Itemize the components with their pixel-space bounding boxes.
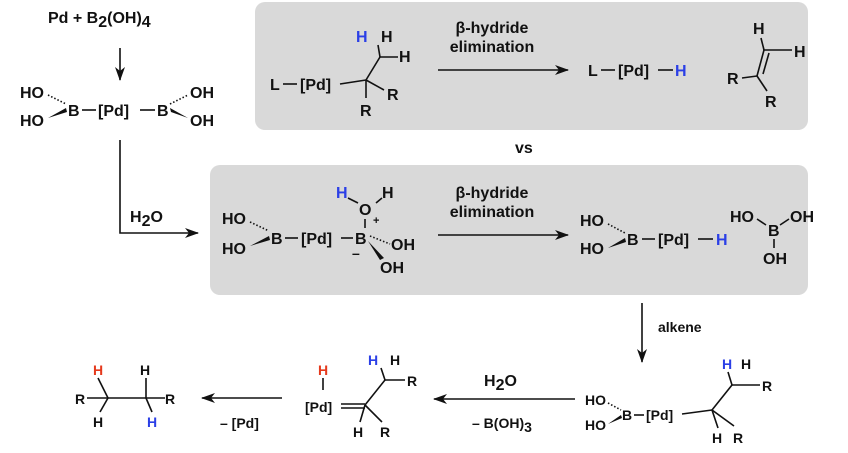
boryl-palladium-hydride: HO HO B [Pd] H <box>580 213 728 258</box>
svg-text:[Pd]: [Pd] <box>658 232 689 249</box>
alkene-product: H H R R <box>727 21 806 111</box>
svg-text:H: H <box>794 44 806 61</box>
arrow-label-elimination-lower: elimination <box>450 204 534 221</box>
alkane-product: H R H R H H <box>75 362 175 430</box>
alkene-label: alkene <box>658 319 702 335</box>
svg-text:R: R <box>762 378 772 394</box>
svg-text:HO: HO <box>580 213 604 230</box>
svg-text:H: H <box>318 362 328 378</box>
svg-text:B: B <box>271 231 283 248</box>
svg-text:[Pd]: [Pd] <box>305 399 332 415</box>
svg-text:L: L <box>270 77 280 94</box>
water-label-protonolysis: H2O <box>484 373 517 394</box>
svg-text:+: + <box>373 215 379 227</box>
svg-text:H: H <box>140 362 150 378</box>
boryl-alkyl-palladium: HO HO B [Pd] H H R H R <box>585 356 772 446</box>
top-pathway-box <box>255 2 808 130</box>
svg-text:HO: HO <box>585 417 606 433</box>
svg-text:B: B <box>627 232 639 249</box>
svg-text:R: R <box>727 71 739 88</box>
svg-text:OH: OH <box>763 251 787 268</box>
water-label: H2O <box>130 209 163 230</box>
svg-text:B: B <box>68 103 80 120</box>
boric-acid: HO B OH OH <box>730 209 814 268</box>
svg-text:H: H <box>93 362 103 378</box>
svg-text:H: H <box>716 232 728 249</box>
vs-label: vs <box>515 140 533 157</box>
boric-acid-loss-label: – B(OH)3 <box>472 415 532 435</box>
svg-text:R: R <box>765 94 777 111</box>
arrow-label-elimination-top: elimination <box>450 39 534 56</box>
alkyl-palladium-top: L [Pd] H H H R R <box>270 29 411 120</box>
svg-text:HO: HO <box>730 209 754 226</box>
svg-text:OH: OH <box>190 85 214 102</box>
svg-text:H: H <box>381 29 393 46</box>
arrow-label-beta-hydride-lower: β-hydride <box>456 185 529 202</box>
svg-text:H: H <box>753 21 765 38</box>
svg-text:[Pd]: [Pd] <box>301 231 332 248</box>
pd-loss-label: – [Pd] <box>220 415 259 431</box>
svg-text:B: B <box>157 103 169 120</box>
palladium-hydride-top: L [Pd] H <box>588 63 687 80</box>
svg-text:H: H <box>353 424 363 440</box>
svg-text:H: H <box>147 414 157 430</box>
svg-text:H: H <box>356 29 368 46</box>
svg-text:HO: HO <box>222 211 246 228</box>
svg-text:H: H <box>722 356 732 372</box>
svg-text:R: R <box>733 430 743 446</box>
svg-text:H: H <box>368 352 378 368</box>
svg-text:R: R <box>387 87 399 104</box>
start-reagents: Pd + B2(OH)4 <box>48 10 151 31</box>
water-adduct: HO HO B [Pd] B – O + H H OH OH <box>222 185 415 277</box>
svg-text:OH: OH <box>790 209 814 226</box>
svg-text:H: H <box>675 63 687 80</box>
svg-text:–: – <box>352 245 360 261</box>
svg-text:[Pd]: [Pd] <box>300 77 331 94</box>
svg-text:H: H <box>93 414 103 430</box>
lower-pathway-box <box>210 165 808 295</box>
svg-text:HO: HO <box>222 241 246 258</box>
svg-text:OH: OH <box>391 237 415 254</box>
palladium-hydride-alkyl: H [Pd] H H R H R <box>305 352 417 440</box>
svg-text:OH: OH <box>190 113 214 130</box>
svg-text:B: B <box>355 231 367 248</box>
svg-text:H: H <box>336 185 348 202</box>
svg-text:H: H <box>741 356 751 372</box>
svg-text:R: R <box>407 373 417 389</box>
svg-text:L: L <box>588 63 598 80</box>
svg-text:R: R <box>165 391 175 407</box>
svg-text:[Pd]: [Pd] <box>618 63 649 80</box>
svg-text:R: R <box>75 391 85 407</box>
arrow-water <box>119 140 199 238</box>
svg-text:B: B <box>622 407 632 423</box>
svg-text:HO: HO <box>20 85 44 102</box>
svg-text:HO: HO <box>585 392 606 408</box>
svg-text:H: H <box>382 185 394 202</box>
svg-text:H: H <box>390 352 400 368</box>
svg-text:B: B <box>768 223 780 240</box>
arrow-label-beta-hydride-top: β-hydride <box>456 20 529 37</box>
svg-text:HO: HO <box>580 241 604 258</box>
svg-text:H: H <box>712 430 722 446</box>
diboryl-palladium: HO HO B [Pd] B OH OH <box>20 85 214 130</box>
svg-text:H: H <box>399 49 411 66</box>
svg-text:R: R <box>380 424 390 440</box>
svg-text:R: R <box>360 103 372 120</box>
svg-text:OH: OH <box>380 260 404 277</box>
svg-text:O: O <box>359 202 371 219</box>
svg-text:HO: HO <box>20 113 44 130</box>
svg-text:[Pd]: [Pd] <box>98 103 129 120</box>
svg-text:[Pd]: [Pd] <box>646 407 673 423</box>
